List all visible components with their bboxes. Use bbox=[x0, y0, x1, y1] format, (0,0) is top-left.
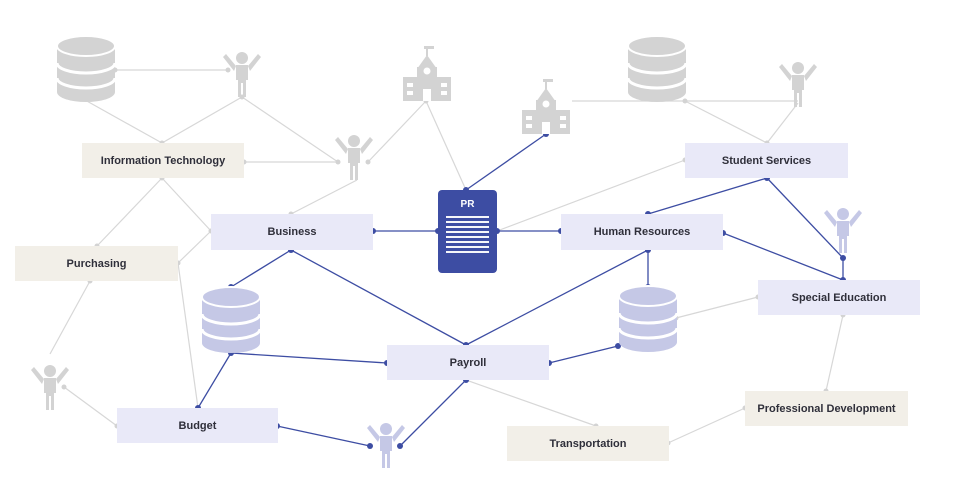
node-special-education: Special Education bbox=[758, 280, 920, 315]
node-professional-development: Professional Development bbox=[745, 391, 908, 426]
node-human-resources: Human Resources bbox=[561, 214, 723, 250]
node-business: Business bbox=[211, 214, 373, 250]
gray-connectors bbox=[49, 69, 844, 444]
pr-label: PR bbox=[460, 199, 475, 210]
node-student-services: Student Services bbox=[685, 143, 848, 178]
pr-document-icon: PR bbox=[438, 190, 497, 273]
person-icon bbox=[223, 52, 261, 97]
database-icon bbox=[617, 284, 679, 354]
person-icon bbox=[335, 135, 373, 180]
school-icon bbox=[522, 79, 570, 134]
node-budget: Budget bbox=[117, 408, 278, 443]
person-icon bbox=[779, 62, 817, 107]
school-icon bbox=[403, 46, 451, 101]
node-transportation: Transportation bbox=[507, 426, 669, 461]
node-purchasing: Purchasing bbox=[15, 246, 178, 281]
person-icon bbox=[824, 208, 862, 253]
database-icon bbox=[626, 34, 688, 104]
database-icon bbox=[200, 285, 262, 355]
node-payroll: Payroll bbox=[387, 345, 549, 380]
database-icon bbox=[55, 34, 117, 104]
blue-connectors bbox=[197, 133, 844, 447]
node-information-technology: Information Technology bbox=[82, 143, 244, 178]
